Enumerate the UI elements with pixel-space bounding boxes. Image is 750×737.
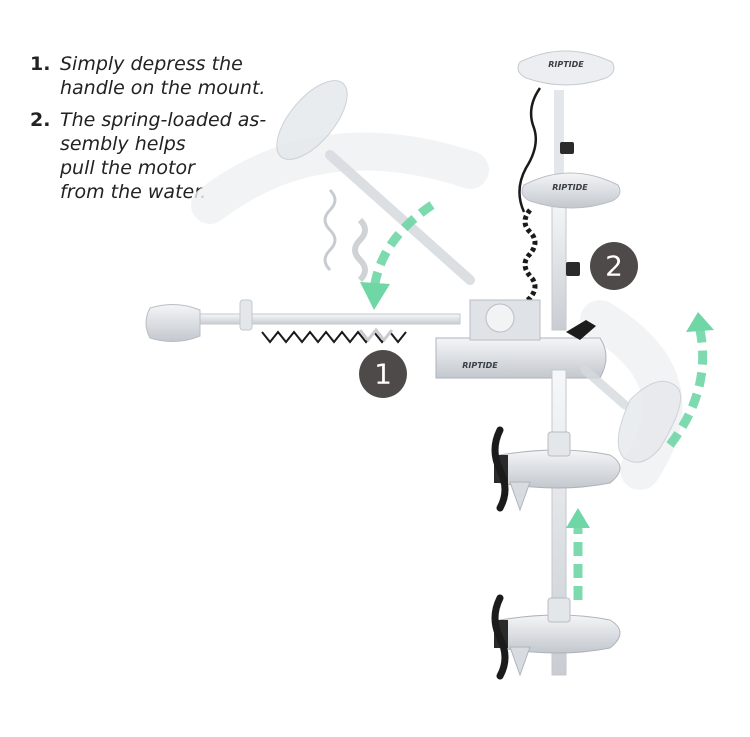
brand-text: RIPTIDE bbox=[552, 183, 588, 192]
motor-deployed-horizontal bbox=[145, 299, 461, 344]
step-text: The spring-loaded as- sembly helps pull … bbox=[60, 109, 267, 203]
step-number: 2. bbox=[30, 109, 51, 131]
arrow-stow-rotation bbox=[369, 201, 435, 291]
step-badge-2: 2 bbox=[590, 242, 638, 290]
propeller-icon bbox=[491, 594, 509, 680]
brand-text: RIPTIDE bbox=[462, 361, 498, 370]
lower-unit-middle bbox=[491, 426, 621, 512]
step-number: 1. bbox=[30, 53, 51, 75]
instruction-step-1: 1. Simply depress the handle on the moun… bbox=[30, 52, 330, 100]
badge-label: 2 bbox=[605, 250, 623, 283]
instruction-step-2: 2. The spring-loaded as- sembly helps pu… bbox=[30, 108, 330, 204]
propeller-icon bbox=[491, 426, 509, 512]
arrow-tilt-up-head bbox=[686, 312, 714, 332]
lower-unit-bottom bbox=[491, 594, 621, 680]
coiled-cord bbox=[474, 208, 538, 330]
step-badge-1: 1 bbox=[359, 350, 407, 398]
step-text: Simply depress the handle on the mount. bbox=[60, 53, 266, 99]
arrow-stow-rotation-head bbox=[360, 282, 390, 310]
ghost-lower-unit-tilted bbox=[580, 365, 682, 463]
badge-label: 1 bbox=[374, 358, 392, 391]
arrow-lift-up-head bbox=[566, 508, 590, 528]
motor-head-upright: RIPTIDE bbox=[521, 172, 621, 331]
mount-bracket: RIPTIDE bbox=[435, 299, 607, 379]
instruction-list: 1. Simply depress the handle on the moun… bbox=[30, 52, 330, 212]
brand-text: RIPTIDE bbox=[548, 60, 584, 69]
ghost-motor-tilted bbox=[276, 80, 475, 285]
